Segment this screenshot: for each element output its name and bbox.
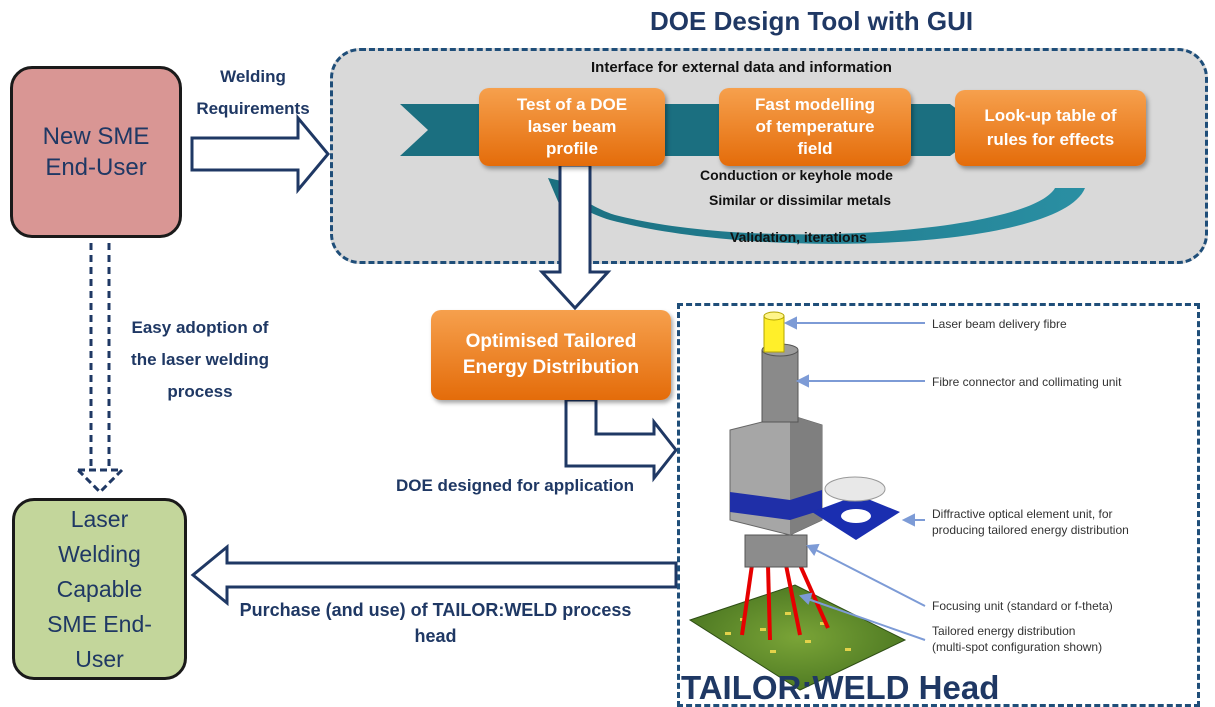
purchase-arrow [190,543,678,607]
diagram-title: DOE Design Tool with GUI [650,6,974,36]
purchase-line1: Purchase (and use) of TAILOR:WELD proces… [239,600,632,620]
step-fast-modelling: Fast modelling of temperature field [719,88,911,166]
welding-req-line1: Welding [220,67,286,86]
tailor-weld-head-panel [677,303,1200,707]
tailor-weld-head-title: TAILOR:WELD Head [681,669,1000,706]
welding-requirements-arrow [190,113,330,195]
step-lookup-table: Look-up table of rules for effects [955,90,1146,166]
welding-requirements-label: Welding Requirements [188,64,318,122]
conduction-note: Conduction or keyhole mode [700,167,893,183]
callout-fibre: Laser beam delivery fibre [932,317,1067,331]
callout-tailored: Tailored energy distribution (multi-spot… [932,624,1103,654]
easy-line1: Easy adoption of [131,318,269,337]
callout-connector: Fibre connector and collimating unit [932,375,1122,389]
laser-welding-capable-box: Laser Welding Capable SME End- User [12,498,187,680]
down-arrow-to-optimised [538,163,612,311]
new-sme-end-user-box: New SME End-User [10,66,182,238]
interface-label: Interface for external data and informat… [591,59,892,76]
easy-line3: process [167,382,233,401]
doe-designed-label: DOE designed for application [396,476,635,495]
purchase-line2: head [414,626,457,646]
optimised-energy-box: Optimised Tailored Energy Distribution [431,310,671,400]
doe-designed-arrow [564,398,678,483]
metals-note: Similar or dissimilar metals [709,192,892,208]
callout-doe-unit: Diffractive optical element unit, for pr… [932,507,1129,537]
callout-focusing: Focusing unit (standard or f-theta) [932,599,1113,613]
weld-head-illustration [688,311,926,691]
welding-req-line2: Requirements [196,99,310,118]
easy-adoption-arrowhead [74,468,126,495]
easy-adoption-label: Easy adoption of the laser welding proce… [115,312,285,408]
purchase-label: Purchase (and use) of TAILOR:WELD proces… [198,597,673,649]
easy-line2: the laser welding [131,350,269,369]
validation-curve-arrow [548,178,1085,244]
step-test-doe: Test of a DOE laser beam profile [479,88,665,166]
validation-note: Validation, iterations [730,229,867,245]
